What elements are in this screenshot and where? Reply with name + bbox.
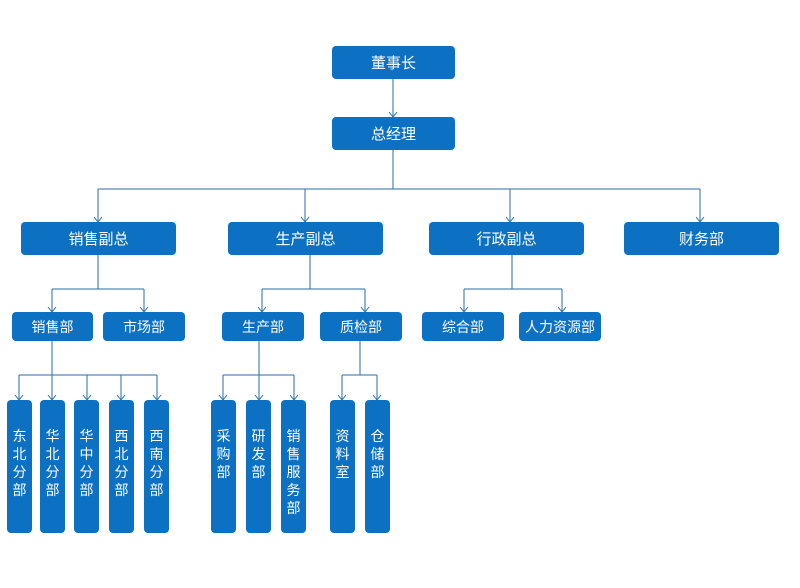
node-purchase-dept: 采购部: [211, 400, 236, 533]
node-production-vp: 生产副总: [228, 222, 383, 255]
node-general-manager: 总经理: [332, 117, 455, 150]
node-northwest-branch: 西北分部: [109, 400, 134, 533]
node-rd-dept: 研发部: [246, 400, 271, 533]
node-northeast-branch: 东北分部: [7, 400, 32, 533]
node-chairman: 董事长: [332, 46, 455, 79]
node-hr-dept: 人力资源部: [519, 312, 601, 341]
node-admin-vp: 行政副总: [429, 222, 584, 255]
node-production-dept: 生产部: [222, 312, 304, 341]
node-north-branch: 华北分部: [40, 400, 65, 533]
node-general-dept: 综合部: [422, 312, 504, 341]
node-sales-dept: 销售部: [12, 312, 93, 341]
node-qc-dept: 质检部: [320, 312, 402, 341]
node-data-room: 资料室: [330, 400, 355, 533]
node-southwest-branch: 西南分部: [144, 400, 169, 533]
node-finance-dept: 财务部: [624, 222, 779, 255]
node-market-dept: 市场部: [103, 312, 185, 341]
node-storage-dept: 仓储部: [365, 400, 390, 533]
node-sales-vp: 销售副总: [21, 222, 176, 255]
node-central-branch: 华中分部: [74, 400, 99, 533]
node-sales-service-dept: 销售服务部: [281, 400, 306, 533]
